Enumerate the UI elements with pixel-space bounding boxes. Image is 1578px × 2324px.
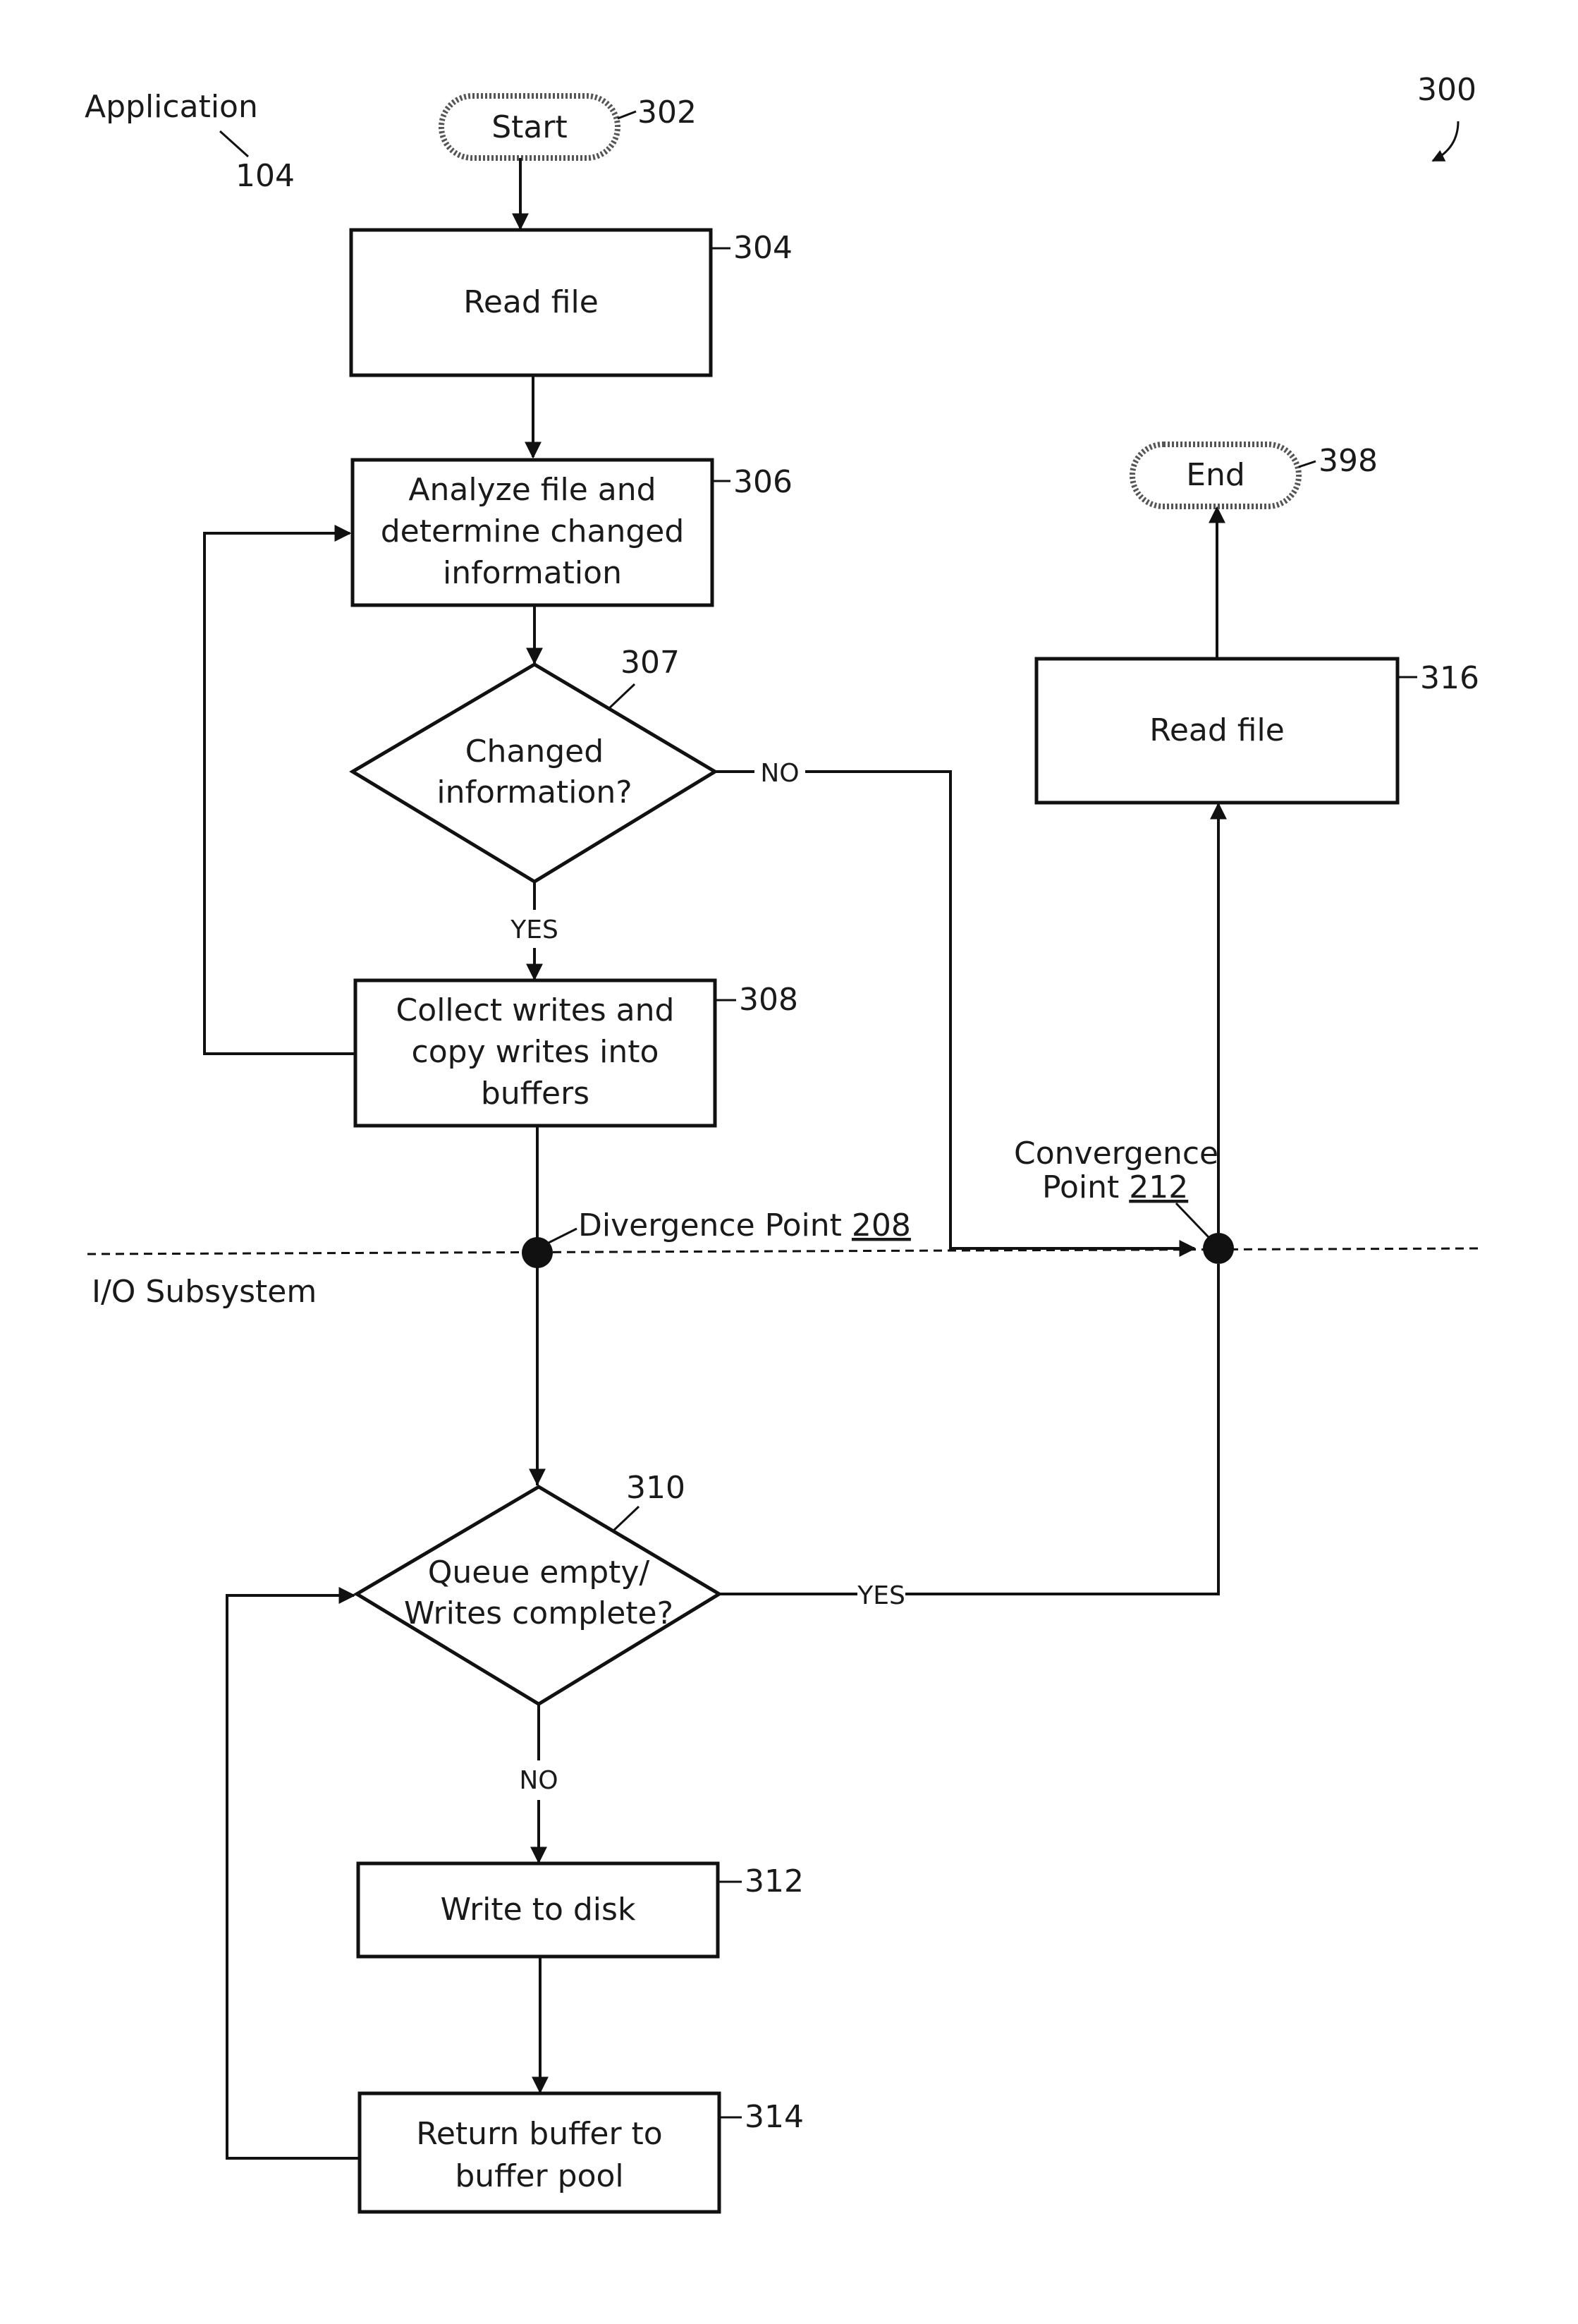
queue-no-label: NO <box>519 1766 558 1795</box>
convergence-point-ref: 212 <box>1129 1169 1188 1205</box>
changed-no-label: NO <box>760 759 799 788</box>
subsystem-boundary-line <box>87 1248 1479 1254</box>
changed-decision-line-1: Changed <box>465 734 604 769</box>
divergence-point-ref: 208 <box>852 1207 911 1243</box>
return-buffer-line-1: Return buffer to <box>416 2116 662 2152</box>
end-ref: 398 <box>1319 443 1378 479</box>
queue-decision-ref: 310 <box>626 1470 685 1506</box>
application-ref: 104 <box>236 158 295 194</box>
io-subsystem-label: I/O Subsystem <box>92 1274 317 1310</box>
return-buffer-line-2: buffer pool <box>455 2158 623 2194</box>
divergence-point-text: Divergence Point <box>578 1207 852 1243</box>
convergence-leader <box>1176 1203 1209 1237</box>
changed-decision-diamond <box>353 664 715 882</box>
queue-yes-label: YES <box>857 1581 905 1610</box>
queue-yes-line-to-convergence <box>905 1264 1218 1594</box>
changed-decision-ref-leader <box>608 684 635 710</box>
start-label: Start <box>491 109 568 145</box>
end-label: End <box>1186 457 1245 493</box>
divergence-point-dot <box>522 1237 553 1268</box>
read-file-label: Read file <box>463 284 599 320</box>
arrow-loop-collect-to-analyze <box>204 533 355 1054</box>
collect-line-1: Collect writes and <box>396 992 675 1028</box>
changed-decision-line-2: information? <box>436 774 632 810</box>
end-ref-leader <box>1299 461 1316 467</box>
arrow-loop-return-to-queue <box>227 1595 360 2158</box>
queue-decision-line-1: Queue empty/ <box>428 1555 650 1590</box>
application-leader-line <box>220 131 248 157</box>
analyze-line-2: determine changed <box>381 513 685 549</box>
convergence-point-label: Point 212 <box>1042 1169 1188 1205</box>
write-to-disk-ref: 312 <box>745 1863 804 1899</box>
collect-ref: 308 <box>739 982 798 1018</box>
figure-ref: 300 <box>1417 72 1476 108</box>
return-buffer-ref: 314 <box>745 2099 804 2135</box>
changed-decision-ref: 307 <box>620 645 680 681</box>
convergence-point-text: Point <box>1042 1169 1129 1205</box>
write-to-disk-label: Write to disk <box>441 1892 636 1928</box>
collect-line-3: buffers <box>481 1076 589 1112</box>
analyze-line-3: information <box>443 555 622 591</box>
collect-line-2: copy writes into <box>412 1034 659 1070</box>
convergence-point-line-1: Convergence <box>1014 1136 1218 1172</box>
queue-decision-ref-leader <box>612 1507 639 1532</box>
figure-ref-arrow <box>1433 121 1458 161</box>
analyze-line-1: Analyze file and <box>408 472 656 508</box>
application-label: Application <box>85 89 258 125</box>
changed-yes-label: YES <box>510 915 558 944</box>
divergence-leader <box>549 1229 577 1243</box>
analyze-ref: 306 <box>733 464 793 500</box>
start-ref: 302 <box>637 95 697 130</box>
read-file-ref: 304 <box>733 230 793 266</box>
read-file-2-label: Read file <box>1149 712 1285 748</box>
start-ref-leader <box>618 111 636 118</box>
queue-decision-line-2: Writes complete? <box>404 1595 673 1631</box>
read-file-2-ref: 316 <box>1420 660 1479 696</box>
divergence-point-label: Divergence Point 208 <box>578 1207 911 1243</box>
